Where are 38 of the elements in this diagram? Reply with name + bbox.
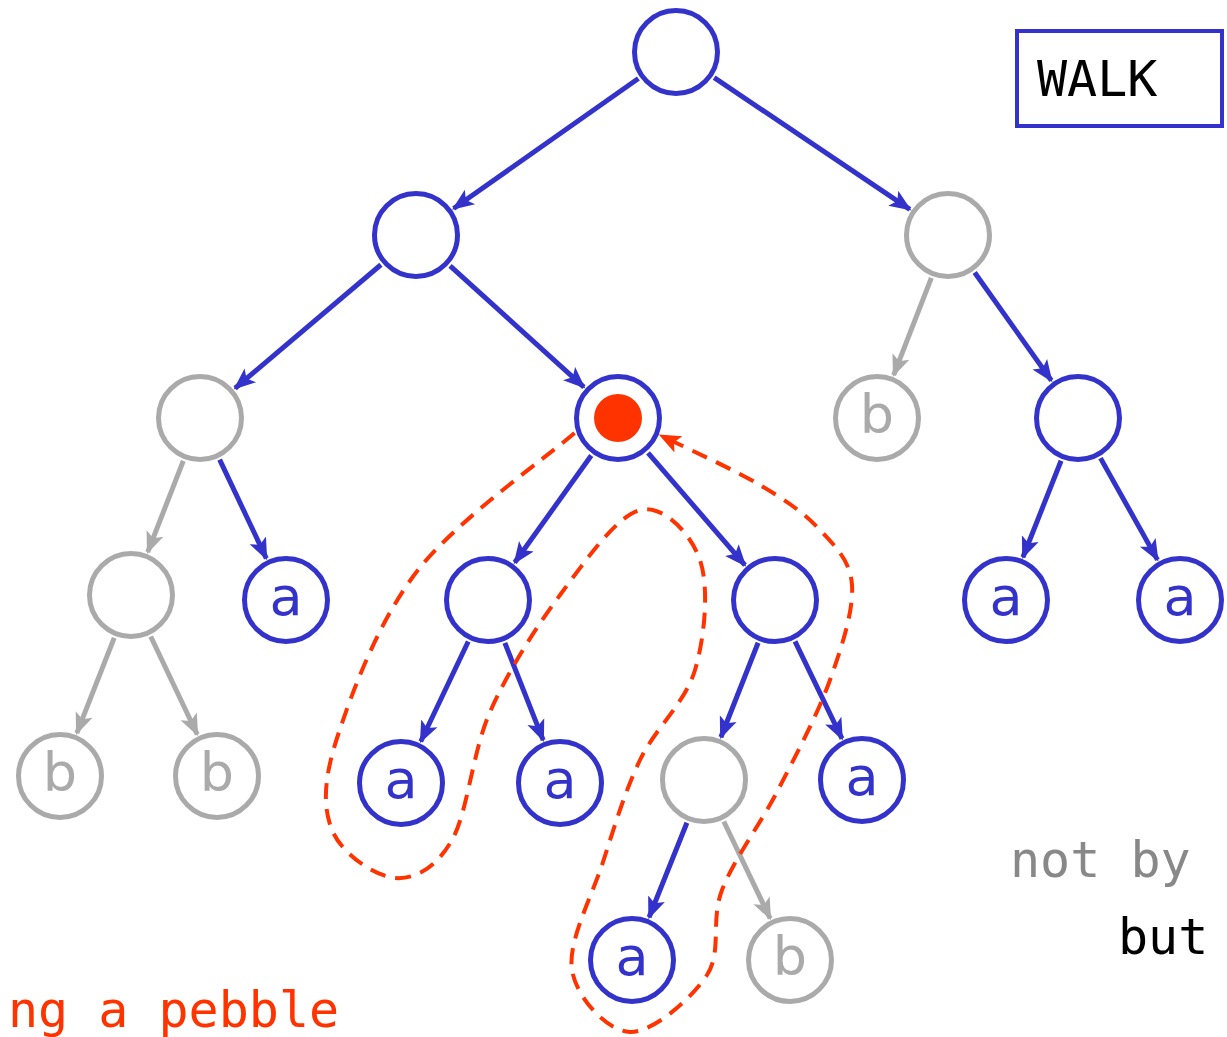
arrow: [502, 641, 546, 743]
node-label: a: [1163, 570, 1197, 624]
arrow: [718, 641, 761, 740]
node-label: a: [989, 570, 1023, 624]
arrow: [792, 640, 845, 741]
tree-node: [574, 374, 662, 462]
node-label: a: [615, 930, 649, 984]
walk-path: [323, 431, 855, 1034]
arrow: [217, 458, 269, 561]
node-label: b: [42, 746, 78, 800]
arrow: [712, 75, 912, 212]
arrow: [646, 821, 690, 920]
node-label: a: [845, 750, 879, 804]
arrow: [448, 264, 586, 389]
arrow: [418, 640, 471, 744]
arrow: [891, 277, 934, 377]
arrow: [646, 451, 747, 567]
node-label: a: [384, 753, 418, 807]
title-box: [1015, 29, 1224, 128]
note-text: ng a pebble: [8, 985, 340, 1035]
arrow: [233, 262, 383, 391]
arrow: [148, 635, 200, 737]
arrow: [1098, 456, 1160, 562]
node-label: a: [269, 570, 303, 624]
arrow: [972, 271, 1054, 383]
title-text: WALK: [1037, 49, 1158, 108]
note-text: but: [1118, 912, 1209, 962]
arrow: [452, 76, 640, 211]
node-label: b: [859, 388, 895, 442]
arrow: [1020, 459, 1064, 560]
arrow: [74, 636, 117, 736]
arrow: [145, 459, 186, 554]
arrow: [512, 453, 594, 565]
node-label: b: [772, 930, 808, 984]
node-label: a: [543, 753, 577, 807]
note-text: not by: [1010, 835, 1191, 885]
node-label: b: [199, 746, 235, 800]
tree-node: [444, 556, 532, 644]
